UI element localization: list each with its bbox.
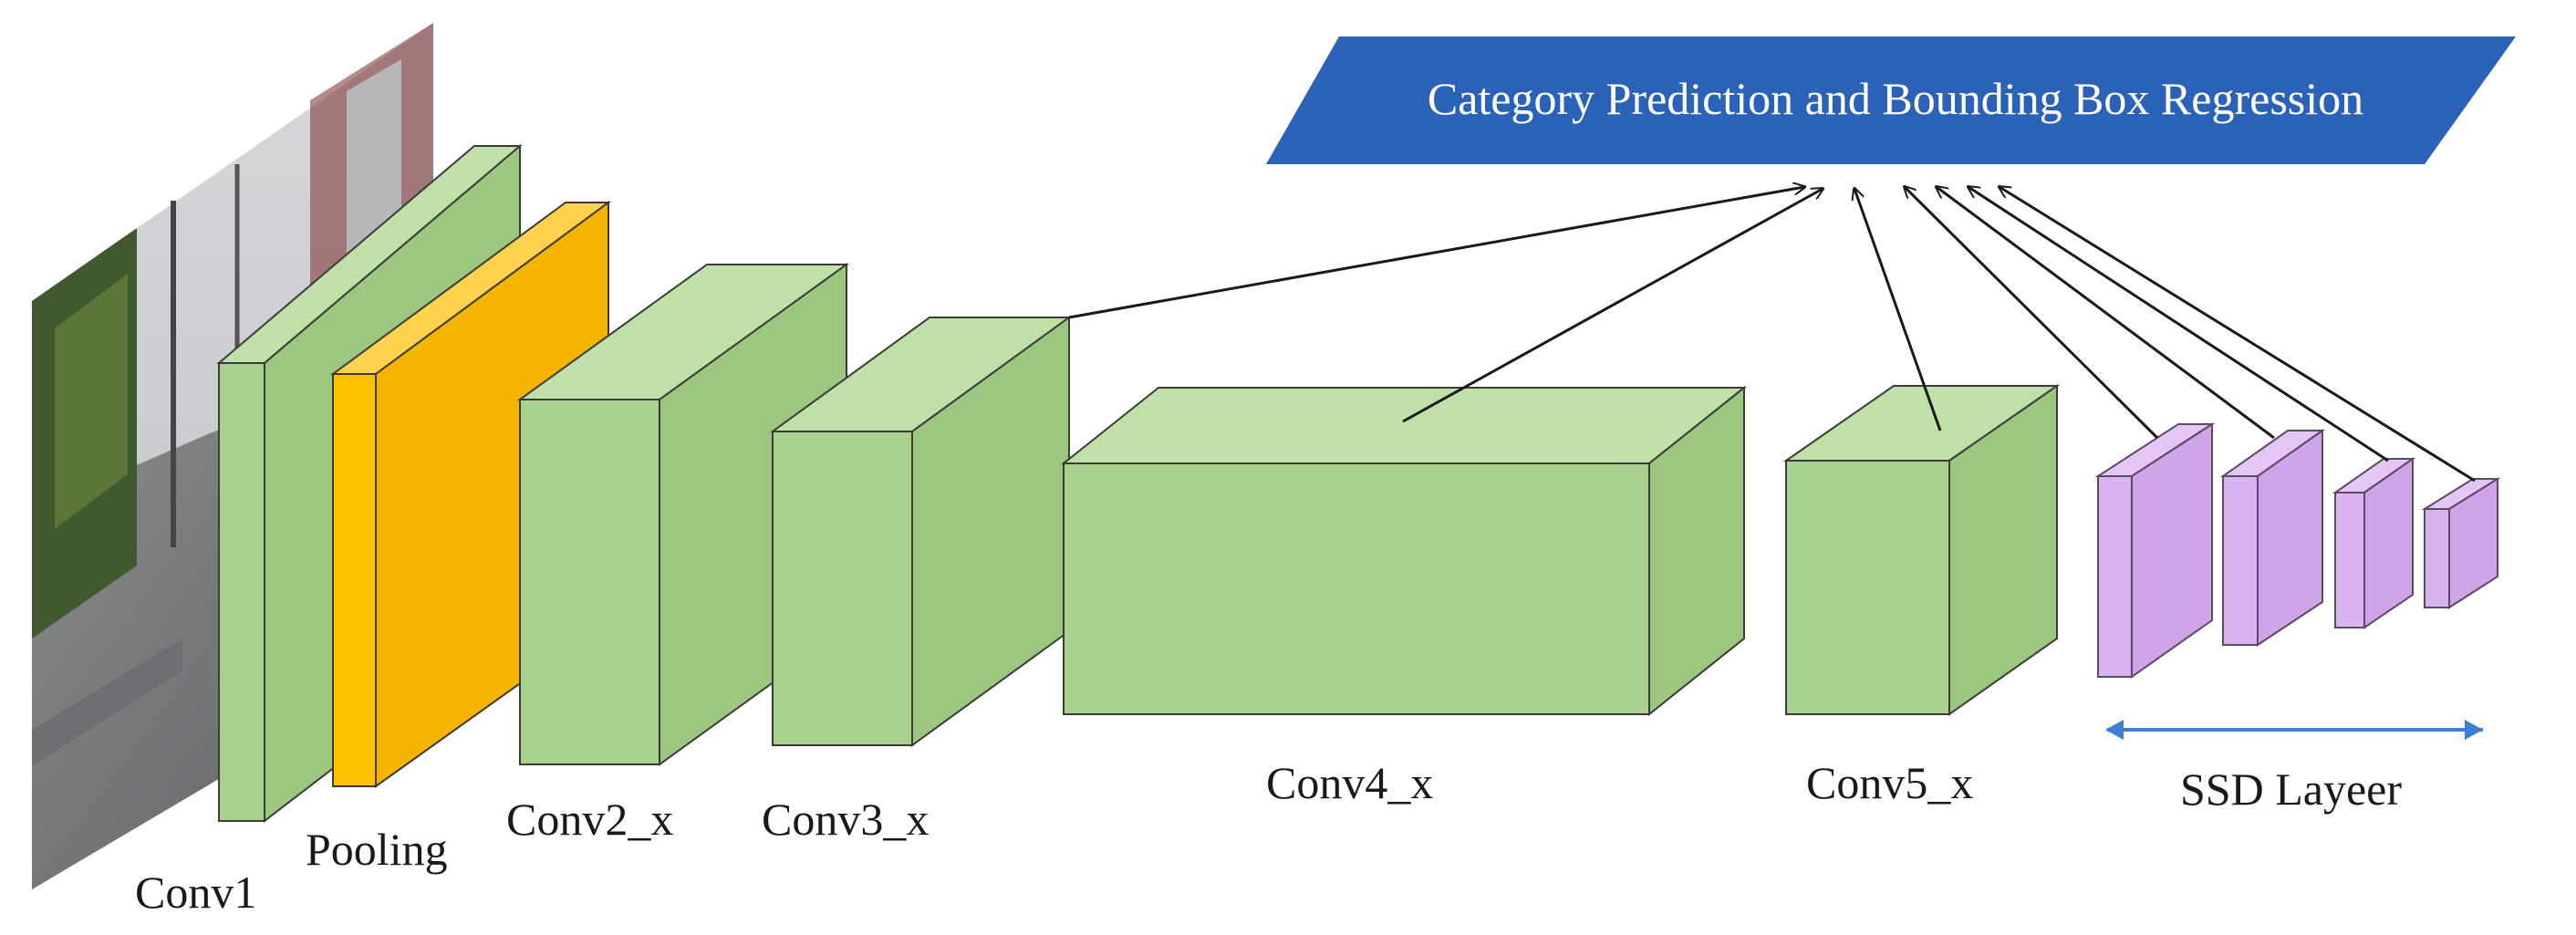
- arrow-from-ssd4: [2000, 187, 2476, 483]
- arrow-from-conv4: [1402, 189, 1823, 423]
- arrow-from-conv3: [1068, 187, 1804, 319]
- ssd-layer-1: [2094, 422, 2216, 679]
- label-pooling: Pooling: [306, 824, 448, 875]
- ssd-layer-4: [2421, 477, 2501, 609]
- output-header: Category Prediction and Bounding Box Reg…: [1266, 36, 2516, 164]
- conv4-block: [1061, 385, 1747, 717]
- label-conv3: Conv3_x: [762, 794, 929, 845]
- prediction-arrows: [1068, 187, 2476, 483]
- conv5-block: [1782, 384, 2061, 716]
- conv2-block: [516, 263, 850, 766]
- ssd-layer-3: [2332, 457, 2416, 629]
- label-conv1: Conv1: [135, 867, 256, 918]
- label-conv5: Conv5_x: [1806, 757, 1973, 808]
- header-text: Category Prediction and Bounding Box Reg…: [1428, 73, 2363, 124]
- ssd-layer-2: [2219, 429, 2326, 647]
- arrow-from-ssd2: [1937, 187, 2275, 440]
- label-conv4: Conv4_x: [1266, 757, 1433, 808]
- arrow-from-conv5: [1854, 189, 1942, 431]
- label-ssd: SSD Layeer: [2180, 764, 2402, 815]
- arrow-from-ssd3: [1968, 187, 2389, 462]
- arrow-from-ssd1: [1905, 187, 2159, 440]
- label-conv2: Conv2_x: [506, 794, 673, 845]
